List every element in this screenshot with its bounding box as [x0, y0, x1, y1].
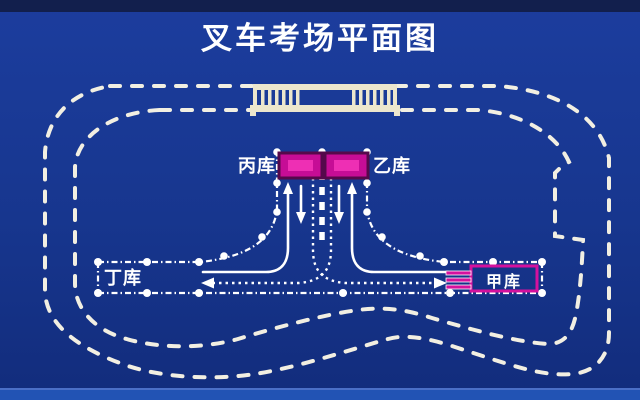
warehouse-jia-box: [445, 264, 539, 293]
bottom-bar: [0, 388, 640, 400]
marking-nodes: [94, 148, 546, 297]
up-arrowhead-yi: [347, 182, 357, 194]
inner-track-line: [73, 108, 586, 349]
outer-track-line: [43, 84, 611, 380]
warehouse-jia-label: 甲库: [485, 274, 522, 291]
forklift-forks-icon: [445, 270, 472, 290]
warehouse-yi-box: [323, 151, 370, 180]
warehouse-ding-label: 丁库: [104, 268, 142, 288]
crossing-routes: [214, 178, 434, 285]
solid-path-left: [201, 189, 290, 274]
route-arrows: [201, 184, 450, 274]
arrowhead-right: [434, 277, 447, 289]
down-arrowhead-yi: [334, 212, 344, 224]
warehouse-yi-label: 乙库: [373, 156, 411, 176]
down-arrowhead-bing: [296, 212, 306, 224]
warehouse-bing-label: 丙库: [238, 156, 276, 176]
warehouse-bing-box: [277, 151, 324, 180]
arrowhead-left: [201, 277, 214, 289]
loading-dock: [250, 84, 400, 116]
up-arrowhead-bing: [283, 182, 293, 194]
top-bar: [0, 0, 640, 12]
page-title: 叉车考场平面图: [201, 21, 439, 56]
route-to-ding: [214, 178, 333, 285]
route-to-jia: [311, 178, 434, 285]
solid-path-right: [350, 189, 450, 274]
